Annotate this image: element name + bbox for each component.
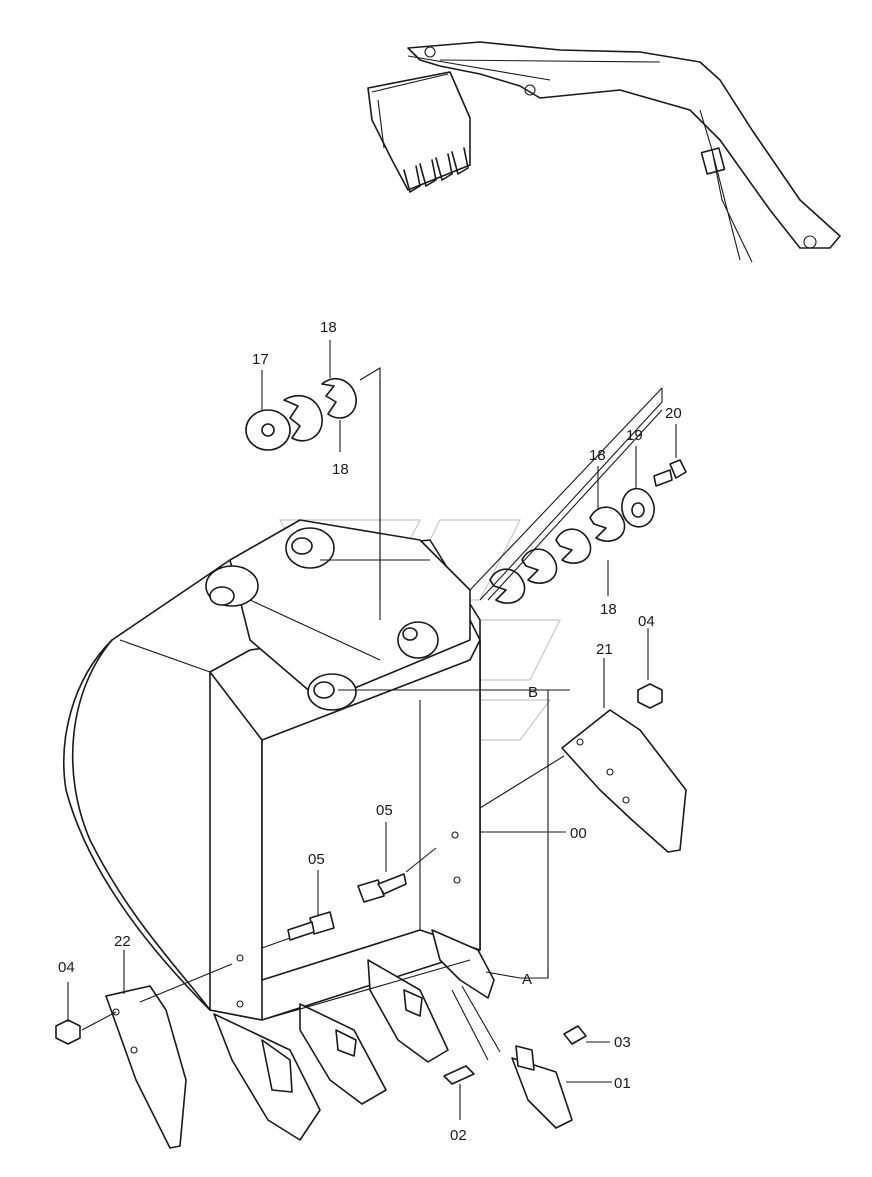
part-17-ring bbox=[245, 409, 291, 451]
callout-17: 17 bbox=[252, 351, 269, 368]
part-18-shim-right-1 bbox=[489, 568, 526, 604]
callout-18-top: 18 bbox=[320, 319, 337, 336]
callout-18-right-bottom: 18 bbox=[600, 601, 617, 618]
part-21-side-cutter bbox=[561, 709, 687, 853]
part-01-tooth bbox=[511, 1045, 573, 1129]
part-18-shim-left-a bbox=[283, 394, 323, 442]
part-02-lock bbox=[443, 1065, 475, 1085]
callout-04-right: 04 bbox=[638, 613, 655, 630]
callout-05-lower: 05 bbox=[308, 851, 325, 868]
part-04-nut-right bbox=[637, 683, 663, 709]
part-05-bolt-upper bbox=[357, 873, 407, 903]
callout-18-right-top: 18 bbox=[589, 447, 606, 464]
part-03-pin bbox=[563, 1025, 587, 1045]
callout-02: 02 bbox=[450, 1127, 467, 1144]
callout-labels: 17 18 18 18 18 19 20 04 21 00 B A 05 05 … bbox=[58, 319, 682, 1144]
part-05-bolt-lower bbox=[287, 911, 335, 941]
excavator-arm-overview bbox=[367, 41, 841, 263]
callout-18-mid: 18 bbox=[332, 461, 349, 478]
bucket-link-bracket bbox=[205, 519, 471, 711]
part-18-shim-right-4 bbox=[589, 506, 626, 542]
callout-01: 01 bbox=[614, 1075, 631, 1092]
callout-B: B bbox=[528, 684, 538, 701]
callout-22: 22 bbox=[114, 933, 131, 950]
callout-03: 03 bbox=[614, 1034, 631, 1051]
part-19-plate bbox=[621, 487, 655, 528]
bucket-teeth-row bbox=[213, 929, 495, 1141]
callout-A: A bbox=[522, 971, 532, 988]
part-18-shim-right-3 bbox=[555, 528, 592, 564]
part-20-bolt bbox=[653, 459, 687, 487]
callout-21: 21 bbox=[596, 641, 613, 658]
callout-00: 00 bbox=[570, 825, 587, 842]
part-18-shim-left-b bbox=[321, 378, 357, 419]
part-22-side-cutter bbox=[105, 985, 187, 1149]
arm-bucket-teeth bbox=[403, 147, 469, 193]
callout-19: 19 bbox=[626, 427, 643, 444]
part-04-nut-left bbox=[55, 1019, 81, 1045]
callout-20: 20 bbox=[665, 405, 682, 422]
part-18-shim-right-2 bbox=[521, 548, 558, 584]
leader-lines bbox=[67, 340, 677, 1120]
callout-04-left: 04 bbox=[58, 959, 75, 976]
callout-05-upper: 05 bbox=[376, 802, 393, 819]
